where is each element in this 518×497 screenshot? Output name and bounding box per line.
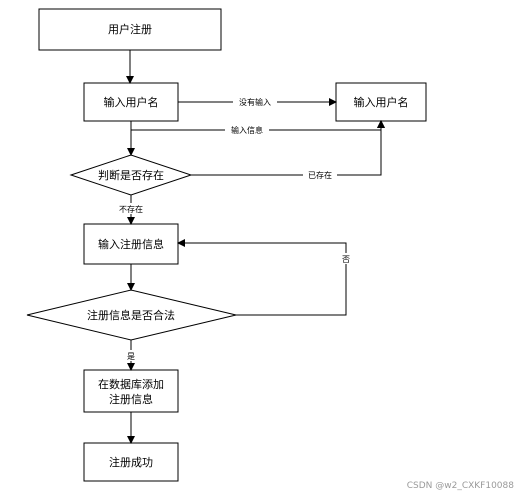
node-success: 注册成功 bbox=[83, 442, 179, 482]
node-check-exists: 判断是否存在 bbox=[69, 154, 193, 196]
node-db-add-line2: 注册信息 bbox=[109, 392, 153, 406]
node-check-exists-label: 判断是否存在 bbox=[98, 168, 164, 182]
edge-no-label: 否 bbox=[342, 255, 350, 264]
edge-exists bbox=[191, 120, 385, 176]
edge-yes-label-bg bbox=[124, 350, 138, 361]
edge-no bbox=[177, 239, 347, 316]
node-input-username-right: 输入用户名 bbox=[335, 82, 427, 122]
node-db-add-line1: 在数据库添加 bbox=[98, 377, 164, 391]
node-input-info: 输入注册信息 bbox=[83, 223, 179, 265]
node-input-username: 输入用户名 bbox=[83, 82, 179, 122]
node-start: 用户注册 bbox=[38, 8, 222, 51]
edge-no-input-label: 没有输入 bbox=[239, 97, 271, 107]
node-check-valid-label: 注册信息是否合法 bbox=[87, 308, 175, 322]
node-success-label: 注册成功 bbox=[109, 455, 153, 469]
edge-yes-label: 是 bbox=[127, 352, 135, 361]
edge-no-label-bg bbox=[339, 253, 353, 264]
node-input-username-label: 输入用户名 bbox=[104, 95, 159, 109]
watermark: CSDN @w2_CXKF10088 bbox=[406, 481, 514, 491]
edge-not-exists-label-bg bbox=[114, 203, 148, 214]
node-check-valid: 注册信息是否合法 bbox=[26, 289, 237, 341]
node-start-label: 用户注册 bbox=[108, 22, 152, 36]
edge-not-exists-label: 不存在 bbox=[119, 204, 143, 214]
node-input-info-label: 输入注册信息 bbox=[98, 237, 164, 251]
edge-exists-label-bg bbox=[303, 169, 337, 180]
node-db-add: 在数据库添加 注册信息 bbox=[83, 369, 179, 413]
edge-input-info-label: 输入信息 bbox=[231, 125, 263, 135]
node-input-username-right-label: 输入用户名 bbox=[354, 95, 409, 109]
edge-input-info-label-bg bbox=[225, 125, 269, 135]
edge-exists-label: 已存在 bbox=[308, 170, 332, 180]
edge-no-input-label-bg bbox=[233, 96, 277, 107]
